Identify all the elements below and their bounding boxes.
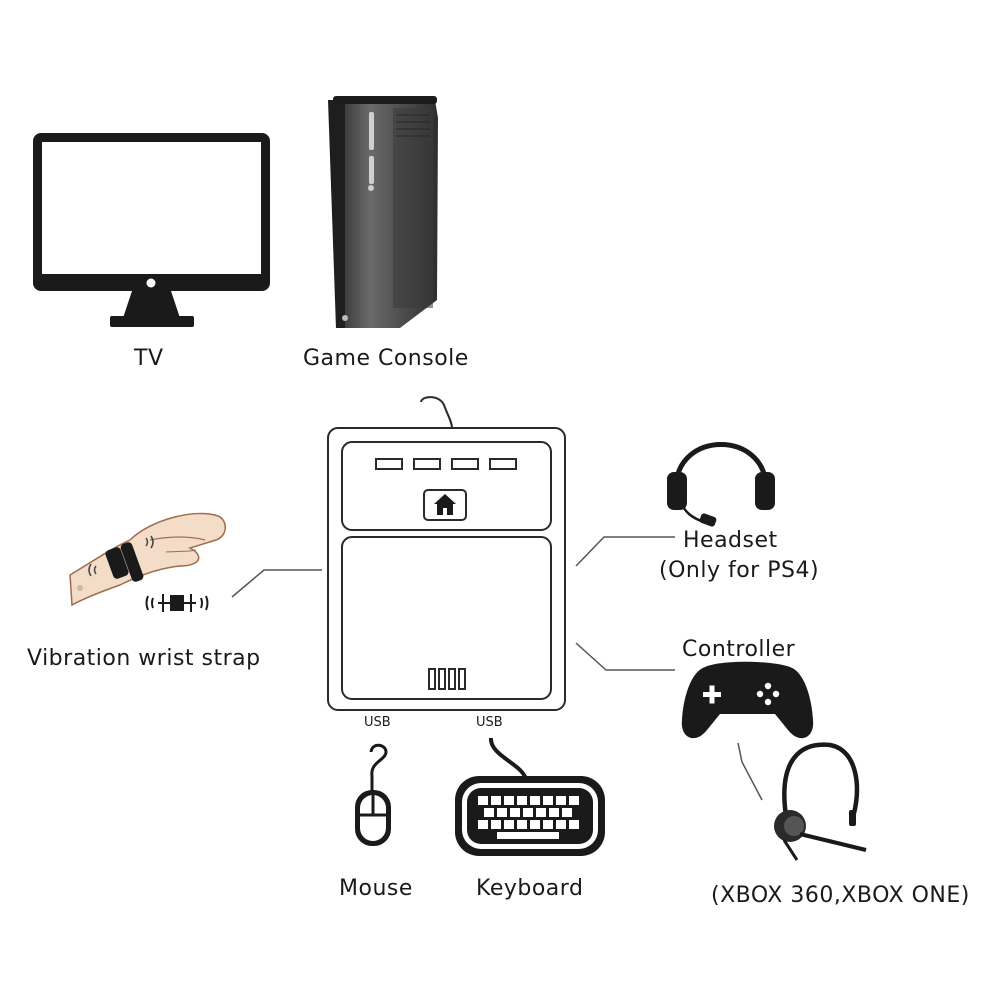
connector-lines: [231, 536, 763, 801]
keyboard-icon: [455, 737, 605, 856]
keyboard-label: Keyboard: [476, 876, 584, 901]
mouse-icon: [355, 743, 391, 846]
wrist-strap-icon: [69, 512, 226, 612]
wrist-strap-label: Vibration wrist strap: [27, 646, 261, 671]
xbox-headset-label: (XBOX 360,XBOX ONE): [711, 883, 970, 908]
tv-label: TV: [134, 346, 164, 371]
xbox-headset-icon: [774, 742, 867, 861]
console-icon: [328, 96, 438, 328]
headset-note: (Only for PS4): [659, 558, 820, 583]
game-console-label: Game Console: [303, 346, 469, 371]
controller-label: Controller: [682, 637, 796, 662]
home-icon: [434, 494, 456, 515]
mouse-label: Mouse: [339, 876, 413, 901]
adapter-icon: [327, 396, 566, 711]
headset-label: Headset: [683, 528, 778, 553]
monitor-icon: [33, 133, 270, 327]
mouse-usb-label: USB: [364, 715, 391, 730]
controller-icon: [681, 661, 814, 739]
headset-icon: [667, 442, 775, 527]
keyboard-usb-label: USB: [476, 715, 503, 730]
